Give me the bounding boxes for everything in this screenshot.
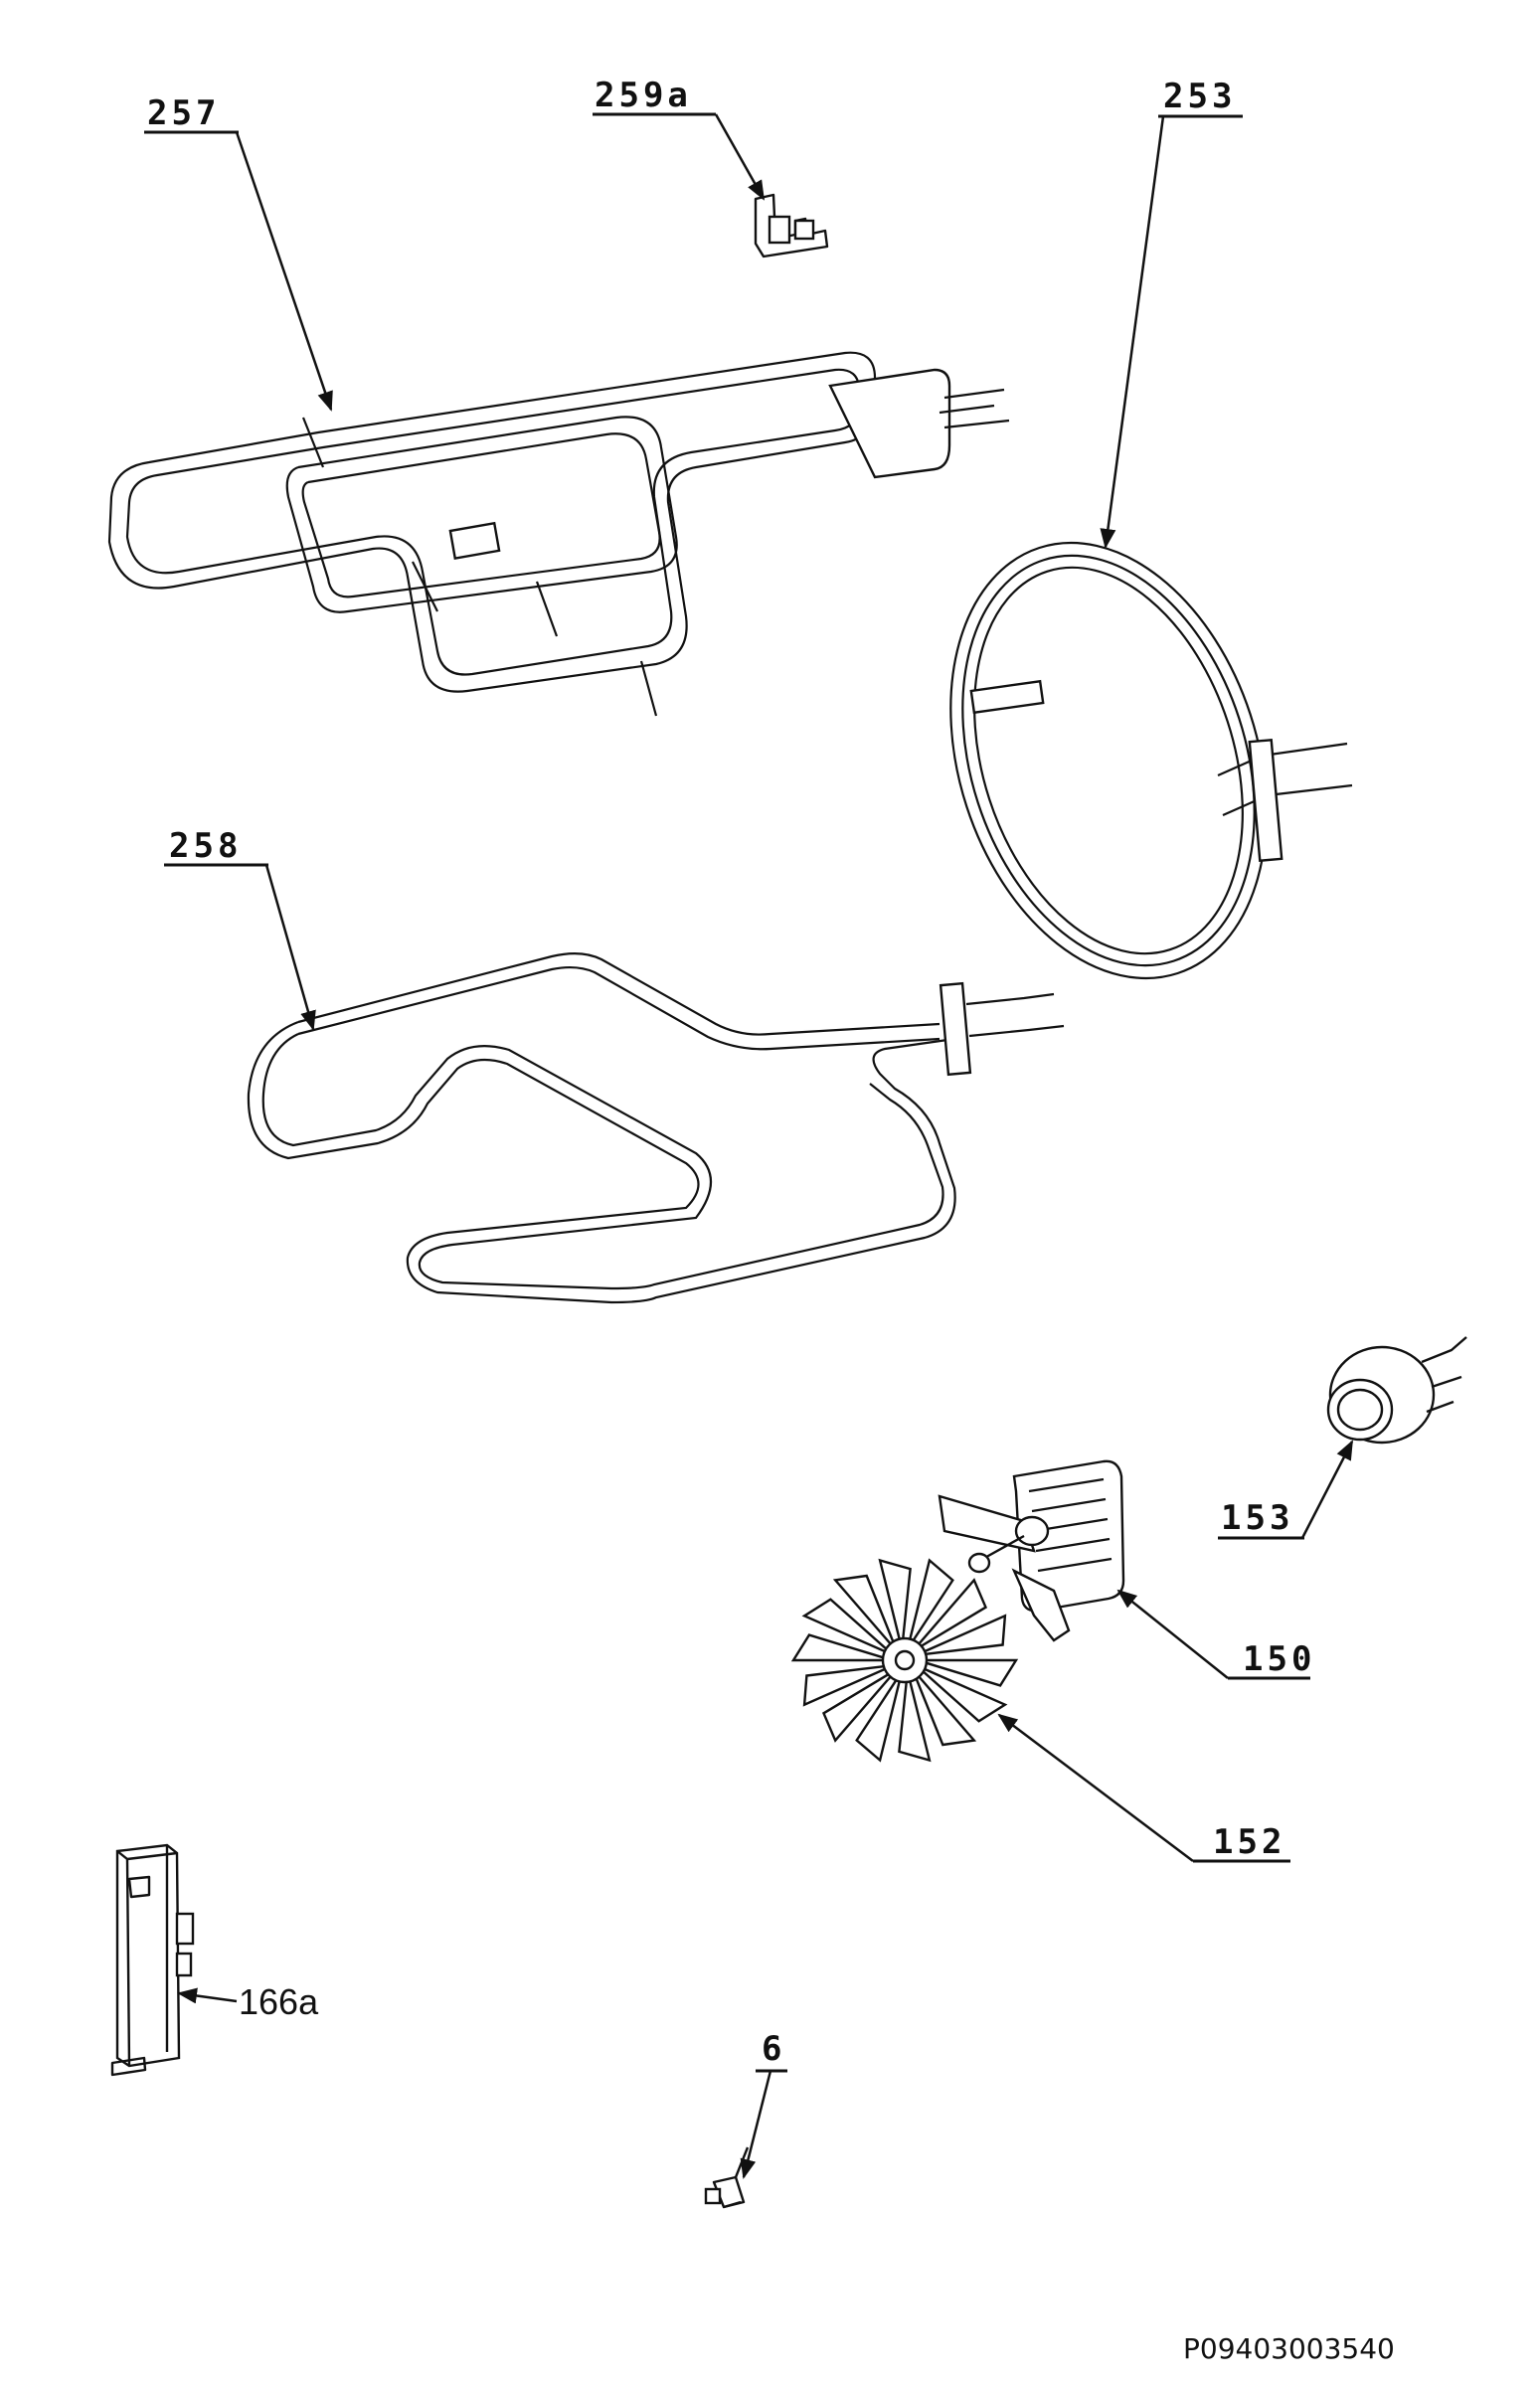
leader-lines xyxy=(177,113,1354,2179)
label-6-text: 6 xyxy=(762,2029,785,2069)
thermostat-clip-259a xyxy=(754,193,829,258)
grill-element-257 xyxy=(107,351,1010,717)
label-253: 253 xyxy=(1158,77,1243,118)
label-152: 152 xyxy=(1193,1822,1290,1863)
label-152-text: 152 xyxy=(1213,1822,1285,1862)
clip-6 xyxy=(704,2146,750,2209)
component-166a xyxy=(110,1843,195,2077)
label-258: 258 xyxy=(164,826,268,867)
label-150: 150 xyxy=(1228,1639,1315,1680)
drawing-code: P09403003540 xyxy=(1183,2332,1395,2365)
label-166a: 166a xyxy=(239,1981,319,2022)
label-259a-text: 259a xyxy=(595,76,692,115)
fan-blade-152 xyxy=(790,1558,1019,1763)
label-150-text: 150 xyxy=(1243,1639,1315,1679)
label-6: 6 xyxy=(756,2029,787,2073)
label-153-text: 153 xyxy=(1221,1498,1293,1538)
label-166a-text: 166a xyxy=(239,1981,319,2022)
label-253-text: 253 xyxy=(1163,77,1236,116)
oven-lamp-153 xyxy=(1326,1336,1467,1445)
label-257: 257 xyxy=(144,93,239,134)
label-257-text: 257 xyxy=(147,93,220,133)
label-153: 153 xyxy=(1218,1498,1304,1540)
label-259a: 259a xyxy=(593,76,716,116)
label-258-text: 258 xyxy=(169,826,242,866)
circular-element-253 xyxy=(949,541,1353,980)
fan-motor-150 xyxy=(938,1459,1125,1642)
lower-element-258 xyxy=(247,952,1065,1304)
